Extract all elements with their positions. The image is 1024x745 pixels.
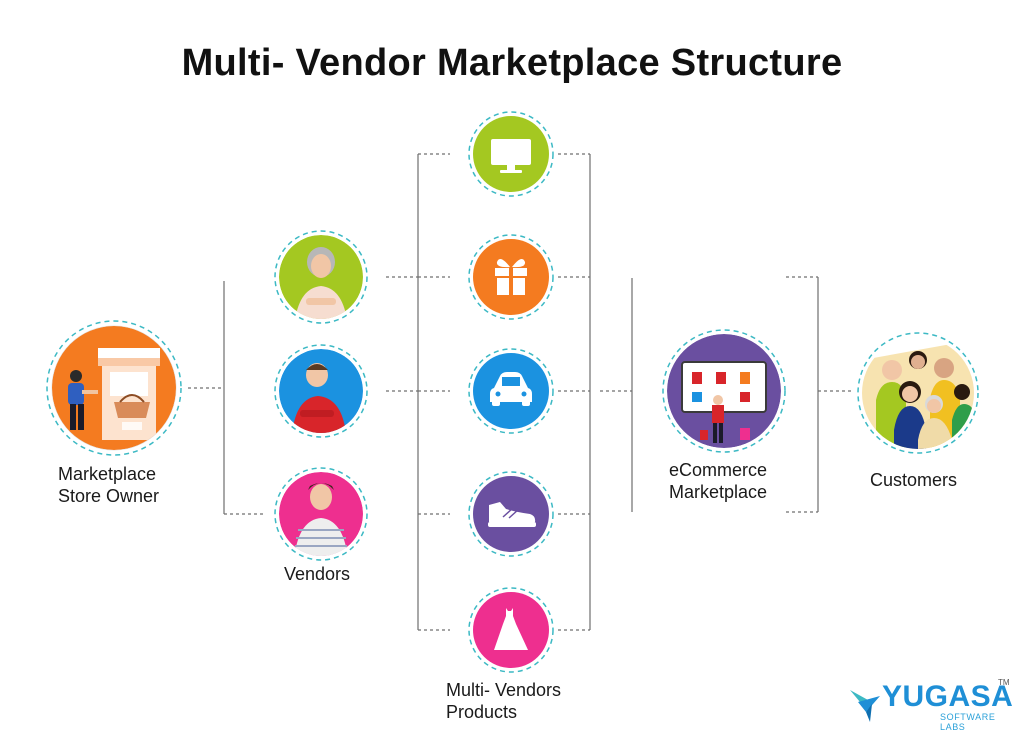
- store-owner-node: [46, 320, 182, 456]
- marketplace-node: [662, 329, 786, 453]
- connector-lines: [188, 153, 852, 631]
- products-label: Multi- Vendors Products: [446, 679, 561, 723]
- customers-label: Customers: [870, 470, 958, 490]
- store-owner-label-line1: Marketplace: [58, 464, 157, 484]
- sneaker-icon: [488, 502, 536, 527]
- logo-name: YUGASA: [882, 680, 1014, 713]
- gift-icon: [495, 258, 527, 295]
- customers-node: [857, 332, 979, 454]
- monitor-icon: [491, 139, 531, 173]
- customers-group-icon: [862, 337, 974, 449]
- marketplace-label: eCommerce Marketplace: [669, 459, 767, 503]
- store-owner-label-line2: Store Owner: [58, 486, 160, 506]
- store-owner-label: Marketplace Store Owner: [58, 463, 159, 507]
- vendor-man-red-icon: [279, 349, 363, 433]
- vendor-man-red-node: [274, 344, 368, 438]
- logo-subtitle: SOFTWARE LABS: [940, 712, 996, 732]
- product-car-node: [468, 348, 554, 434]
- product-dress-node: [468, 587, 554, 673]
- car-icon: [490, 372, 532, 406]
- bird-icon: [850, 690, 880, 722]
- marketplace-label-line2: Marketplace: [669, 482, 768, 502]
- vendor-man-striped-icon: [279, 472, 363, 556]
- vendor-woman-icon: [279, 235, 363, 319]
- logo-trademark: TM: [998, 678, 1010, 687]
- marketplace-label-line1: eCommerce: [669, 460, 768, 480]
- vendor-man-striped-node: [274, 467, 368, 561]
- products-label-line2: Products: [446, 702, 518, 722]
- product-gift-node: [468, 234, 554, 320]
- vendor-woman-node: [274, 230, 368, 324]
- page-title: Multi- Vendor Marketplace Structure: [181, 42, 843, 84]
- dress-icon: [494, 608, 528, 650]
- owner-ring: [46, 320, 182, 456]
- product-sneaker-node: [468, 471, 554, 557]
- store-owner-icon: [52, 326, 176, 450]
- products-label-line1: Multi- Vendors: [446, 680, 562, 700]
- ecommerce-screen-icon: [667, 334, 781, 448]
- yugasa-logo: YUGASA SOFTWARE LABS TM: [848, 678, 1018, 732]
- vendors-label: Vendors: [284, 564, 351, 584]
- product-monitor-node: [468, 111, 554, 197]
